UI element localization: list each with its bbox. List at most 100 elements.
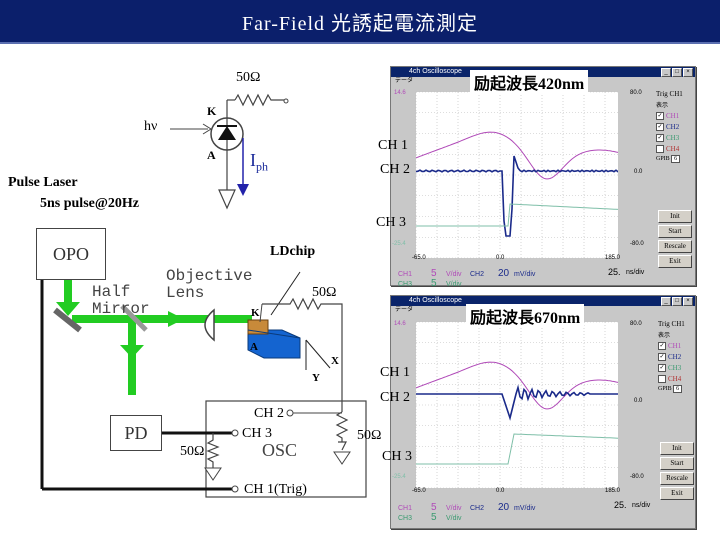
scope2-y-bottom: -25.4 [392,474,406,480]
scope1-side-panel: Trig CH1 表示 ✓CH1 ✓CH2 ✓CH3 CH4 GPIB 6 [656,90,683,163]
scope2-maximize-button[interactable]: □ [672,297,682,306]
scope1-label-ch1: CH 1 [378,138,408,153]
scope1-display-label: 表示 [656,103,669,109]
scope1-minimize-button[interactable]: _ [661,68,671,77]
scope2-ch3-name: CH3 [398,515,413,522]
scope2-minimize-button[interactable]: _ [661,297,671,306]
scope2-ch2-name: CH2 [470,505,485,512]
laser-line-1: Pulse Laser [8,175,78,190]
scope2-timebase: 25. [614,500,627,510]
scope2-titlebar: 4ch Oscilloscope _□× [391,296,695,306]
osc-ch2-label: CH 2 [254,406,284,421]
scope2-x-right: 185.0 [605,488,621,494]
page-title: Far-Field 光誘起電流測定 [0,0,720,44]
scope1-x-right: 185.0 [605,255,621,261]
ldchip-label: LDchip [270,244,316,259]
ldchip-a-label: A [250,341,258,353]
scope1-x-mid: 0.0 [496,255,505,261]
photodiode-a-label: A [207,148,216,162]
scope2-ch3-unit: V/div [446,515,462,522]
osc-label: OSC [262,440,298,460]
scope1-exit-button[interactable]: Exit [658,255,692,268]
scope1-r-bottom: -80.0 [630,241,644,247]
photocurrent-label: Iph [250,150,268,174]
scope1-r-top: 80.0 [630,90,642,96]
photodiode-resistor-label: 50Ω [236,70,261,85]
scope1-r-mid: 0.0 [634,169,643,175]
scope2-ch1-unit: V/div [446,505,462,512]
scope1-x-left: -65.0 [412,255,426,261]
scope1-ch1-unit: V/div [446,271,462,278]
scope2-ch1-checkbox[interactable]: ✓CH1 [658,342,682,350]
photodiode-k-label: K [207,104,217,118]
scope1-start-button[interactable]: Start [658,225,692,238]
scope1-timebase-unit: ns/div [626,269,645,276]
scope1-ch3-checkbox[interactable]: ✓CH3 [656,134,680,142]
scope2-plot [415,321,618,489]
scope1-gpib: GPIB 6 [656,155,683,163]
scope1-label-ch2: CH 2 [380,162,410,177]
scope1-ch1-checkbox[interactable]: ✓CH1 [656,112,680,120]
scope1-close-button[interactable]: × [683,68,693,77]
scope2-side-panel: Trig CH1 表示 ✓CH1 ✓CH2 ✓CH3 CH4 GPIB 6 [658,320,685,393]
objective-lens-label: Objective Lens [166,267,253,302]
scope2-x-mid: 0.0 [496,488,505,494]
scope1-ch3-unit: V/div [446,281,462,288]
scope2-gpib: GPIB 6 [658,385,685,393]
scope1-ch1-name: CH1 [398,271,413,278]
scope2-caption: 励起波長670nm [466,304,585,328]
scope2-y-top: 14.6 [394,321,406,327]
scope2-init-button[interactable]: Init [660,442,694,455]
scope1-plot [415,91,618,259]
scope2-start-button[interactable]: Start [660,457,694,470]
scope2-ch3-value: 5 [431,512,437,523]
osc-box [205,400,367,498]
axis-x-label: X [331,355,339,367]
osc-ch3-label: CH 3 [242,426,272,441]
scope2-rescale-button[interactable]: Rescale [660,472,694,485]
photodiode-symbol [170,93,289,210]
scope1-y-top: 14.6 [394,90,406,96]
scope1-y-bottom: -25.4 [392,241,406,247]
scope1-label-ch3: CH 3 [376,215,406,230]
scope2-r-bottom: -80.0 [630,474,644,480]
scope1-timebase: 25. [608,267,621,277]
scope2-r-mid: 0.0 [634,398,643,404]
opo-box: OPO [36,228,106,280]
axis-y-label: Y [312,372,320,384]
pd-box: PD [110,415,162,451]
scope2-label-ch2: CH 2 [380,390,410,405]
laser-line-2: 5ns pulse@20Hz [40,196,139,211]
objective-lens [204,308,215,342]
scope1-trig: Trig CH1 [656,90,683,98]
scope1-ch4-checkbox[interactable]: CH4 [656,145,683,153]
ldchip-resistor-label: 50Ω [312,285,337,300]
scope2-ch1-value: 5 [431,502,437,513]
scope1-maximize-button[interactable]: □ [672,68,682,77]
scope2-trig: Trig CH1 [658,320,685,328]
mirror-1 [53,307,82,333]
scope1-ch2-unit: mV/div [514,271,536,278]
scope2-menu-data[interactable]: データ [395,307,414,313]
osc-ch1-label: CH 1(Trig) [244,482,307,497]
scope2-ch2-checkbox[interactable]: ✓CH2 [658,353,682,361]
setup-diagram [40,93,367,498]
scope1-rescale-button[interactable]: Rescale [658,240,692,253]
scope2-r-top: 80.0 [630,321,642,327]
scope2-close-button[interactable]: × [683,297,693,306]
scope1-menu-data[interactable]: データ [395,78,414,84]
scope2-ch2-unit: mV/div [514,505,536,512]
scope2-label-ch3: CH 3 [382,449,412,464]
scope1-ch3-name: CH3 [398,281,413,288]
scope2-exit-button[interactable]: Exit [660,487,694,500]
scope1-ch1-value: 5 [431,268,437,279]
scope2-x-left: -65.0 [412,488,426,494]
scope1-ch2-checkbox[interactable]: ✓CH2 [656,123,680,131]
scope2-ch4-checkbox[interactable]: CH4 [658,375,685,383]
photon-energy-label: hν [144,119,158,134]
osc-resistor-label: 50Ω [357,428,382,443]
scope1-init-button[interactable]: Init [658,210,692,223]
scope1-caption: 励起波長420nm [470,70,589,94]
scope2-ch3-checkbox[interactable]: ✓CH3 [658,364,682,372]
ldchip-k-label: K [251,307,260,319]
